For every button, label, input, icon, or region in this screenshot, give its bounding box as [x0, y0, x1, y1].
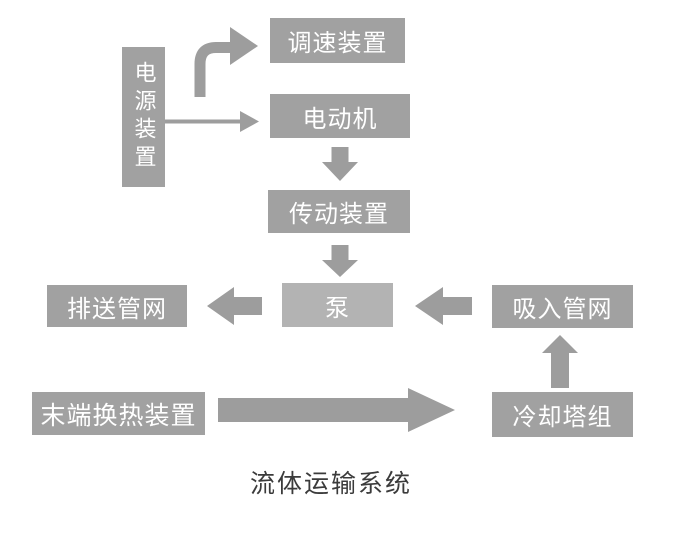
- power-to-speed-control-arrow-head: [230, 27, 258, 65]
- suction-to-pump-arrow: [415, 287, 472, 325]
- power-to-speed-control-arrow: [194, 27, 258, 97]
- power-to-speed-control-arrow-shaft: [194, 42, 232, 97]
- power-to-motor-arrow-shaft: [165, 119, 242, 124]
- node-pump: 泵: [282, 283, 393, 327]
- node-speed-control: 调速装置: [270, 18, 405, 63]
- cooling-tower-to-suction-arrow: [542, 335, 578, 388]
- node-motor: 电动机: [270, 94, 410, 138]
- pump-to-discharge-arrow: [207, 287, 262, 325]
- heat-exchanger-to-cooling-tower-arrow: [218, 388, 455, 432]
- node-transmission: 传动装置: [268, 190, 410, 233]
- node-discharge-network: 排送管网: [47, 285, 187, 327]
- motor-to-transmission-arrow: [322, 147, 358, 181]
- power-to-motor-arrow-head: [240, 111, 259, 132]
- node-terminal-heat-exchanger: 末端换热装置: [32, 392, 205, 435]
- diagram-title: 流体运输系统: [249, 471, 412, 498]
- power-to-motor-arrow: [165, 111, 259, 132]
- transmission-to-pump-arrow: [322, 245, 358, 277]
- node-suction-network: 吸入管网: [492, 285, 633, 328]
- node-cooling-tower-group: 冷却塔组: [492, 392, 633, 437]
- node-power-supply: 电源装置: [122, 47, 165, 187]
